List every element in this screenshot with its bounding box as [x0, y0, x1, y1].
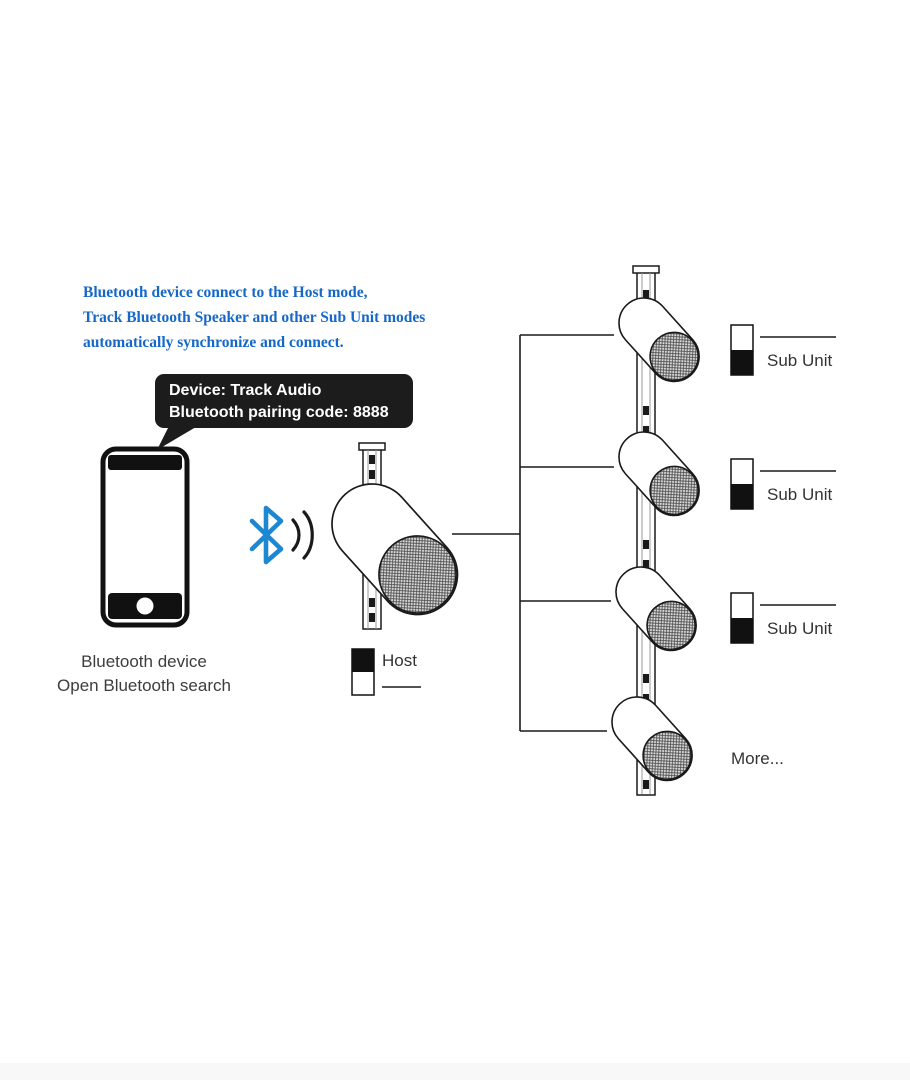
phone-caption-line-1: Bluetooth device [81, 652, 207, 671]
sub-unit-label-2: Sub Unit [767, 485, 833, 504]
sub-mode-switch-icon-1 [730, 324, 754, 376]
smartphone-icon [100, 446, 190, 628]
footer-strip [0, 1063, 910, 1080]
intro-line-1: Bluetooth device connect to the Host mod… [83, 284, 368, 301]
intro-line-2: Track Bluetooth Speaker and other Sub Un… [83, 309, 426, 326]
intro-text: Bluetooth device connect to the Host mod… [83, 280, 425, 355]
more-label: More... [731, 749, 784, 768]
sub-speaker-graphic-4 [611, 696, 693, 782]
tooltip-device-line: Device: Track Audio [169, 382, 322, 399]
sub-unit-label-3: Sub Unit [767, 619, 833, 638]
sound-waves-icon [291, 510, 314, 560]
intro-line-3: automatically synchronize and connect. [83, 334, 344, 351]
host-speaker-graphic [331, 483, 459, 616]
pairing-tooltip: Device: Track Audio Bluetooth pairing co… [155, 374, 413, 428]
connection-bracket [452, 334, 614, 732]
phone-caption: Bluetooth device Open Bluetooth search [34, 650, 254, 698]
tooltip-code-line: Bluetooth pairing code: 8888 [169, 403, 389, 421]
sub-speaker-graphic-2 [618, 431, 700, 517]
host-label: Host [382, 651, 417, 670]
sub-speaker-graphic-1 [618, 297, 700, 383]
sub-unit-label-1: Sub Unit [767, 351, 833, 370]
phone-caption-line-2: Open Bluetooth search [57, 676, 231, 695]
bluetooth-icon [249, 505, 284, 565]
sub-mode-switch-icon-2 [730, 458, 754, 510]
tooltip-tail [157, 424, 201, 450]
sub-mode-switch-icon-3 [730, 592, 754, 644]
host-mode-switch-icon [351, 648, 375, 696]
sub-speaker-graphic-3 [615, 566, 697, 652]
